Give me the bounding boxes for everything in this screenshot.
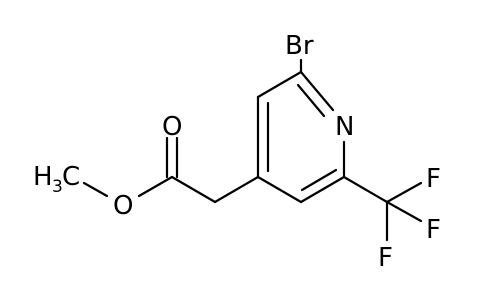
- bond-n-c2-inner: [296, 83, 326, 118]
- atom-nitrogen: N: [335, 112, 354, 142]
- atom-fluorine-1: F: [426, 164, 441, 194]
- atom-carbonyl-oxygen: O: [162, 112, 182, 142]
- bond-c5-c6: [299, 175, 346, 204]
- atom-methyl-subscript: 3: [52, 177, 63, 197]
- atom-fluorine-2: F: [426, 215, 441, 245]
- atom-methyl-h: H: [33, 162, 53, 192]
- bond-cf3-f1: [385, 181, 423, 204]
- bond-c2-c3: [256, 70, 303, 99]
- bond-n-c2: [299, 70, 335, 112]
- bond-carbonyl-ester-o: [137, 175, 174, 198]
- bond-cf3-f2: [385, 200, 423, 223]
- bond-c4-c5: [256, 175, 303, 204]
- bond-ester-o-methyl: [82, 181, 109, 198]
- bond-ch2-carbonyl: [170, 175, 217, 204]
- bond-c5-c6-inner: [300, 168, 338, 192]
- bond-c4-ch2: [213, 175, 260, 204]
- atom-ester-oxygen: O: [113, 191, 133, 221]
- atom-methyl-c: C: [62, 162, 80, 192]
- atom-fluorine-3: F: [378, 243, 393, 273]
- bond-c6-cf3: [342, 175, 389, 204]
- atom-bromine: Br: [285, 31, 314, 61]
